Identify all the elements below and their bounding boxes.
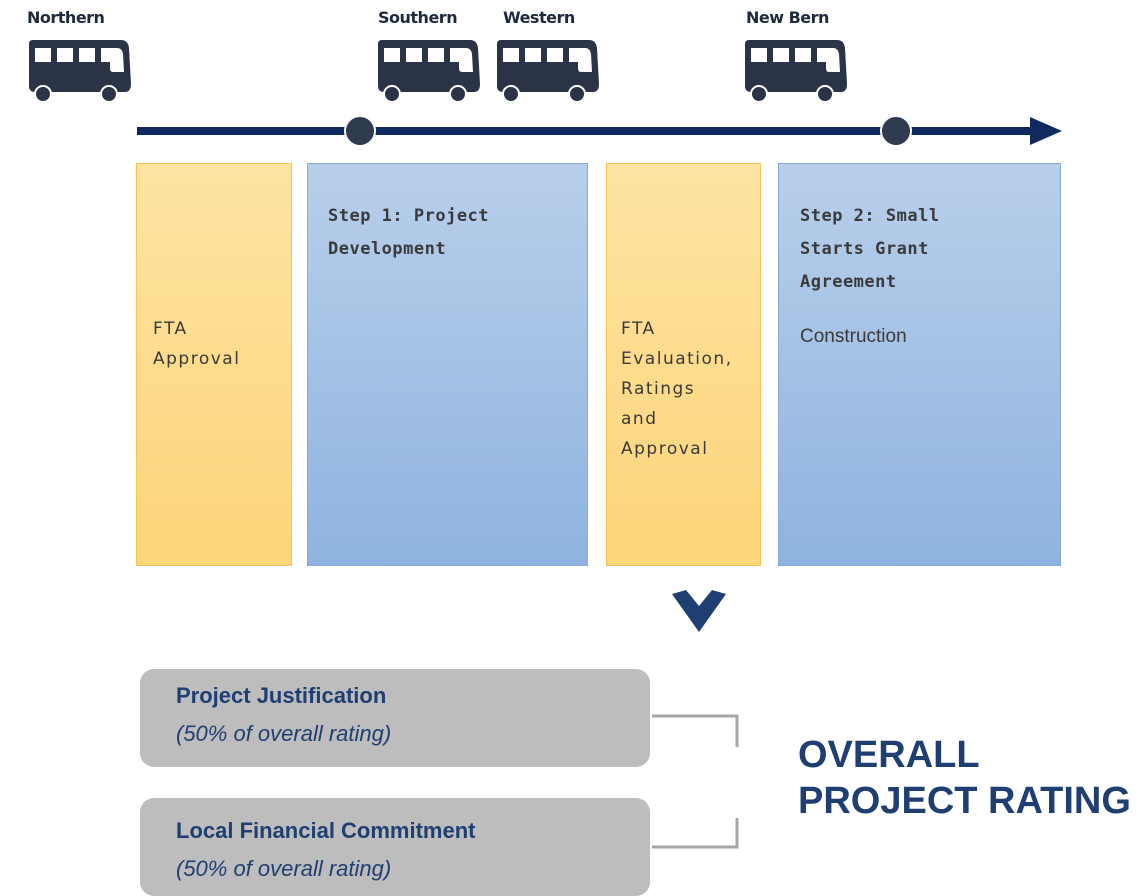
phase-text-line: FTA bbox=[621, 319, 656, 339]
milestone-dot-1 bbox=[344, 115, 376, 147]
bus-label-northern: Northern bbox=[27, 8, 105, 27]
chevron-down-icon bbox=[672, 590, 726, 632]
phase-text-line: Approval bbox=[153, 349, 241, 369]
rating-title: Project Justification bbox=[176, 683, 387, 708]
phase-step-2: Step 2: Small Starts Grant Agreement Con… bbox=[778, 163, 1061, 566]
overall-line-2: PROJECT RATING bbox=[798, 780, 1131, 822]
overall-project-rating: OVERALL PROJECT RATING bbox=[798, 732, 1131, 824]
bus-label-new-bern: New Bern bbox=[746, 8, 829, 27]
overall-line-1: OVERALL bbox=[798, 734, 980, 776]
bus-icon-western bbox=[497, 40, 599, 103]
milestone-dot-2 bbox=[880, 115, 912, 147]
phase-title-line: Step 2: Small bbox=[800, 206, 940, 226]
phase-fta-evaluation: FTA Evaluation, Ratings and Approval bbox=[606, 163, 761, 566]
phase-title-line: Agreement bbox=[800, 272, 897, 292]
phase-text-line: Ratings bbox=[621, 379, 696, 399]
phase-text-line: Evaluation, bbox=[621, 349, 733, 369]
phase-text-line: and bbox=[621, 409, 658, 429]
bus-icon-southern bbox=[378, 40, 480, 103]
rating-weight: (50% of overall rating) bbox=[176, 721, 392, 746]
phase-text-line: Approval bbox=[621, 439, 709, 459]
phase-text-line: FTA bbox=[153, 319, 188, 339]
timeline-arrow bbox=[137, 115, 1062, 147]
arrowhead-icon bbox=[1030, 117, 1062, 145]
bus-icon-new-bern bbox=[745, 40, 847, 103]
phase-step-1: Step 1: Project Development bbox=[307, 163, 588, 566]
bus-label-southern: Southern bbox=[378, 8, 458, 27]
phase-subtitle: Construction bbox=[800, 326, 907, 347]
phase-fta-approval: FTA Approval bbox=[136, 163, 292, 566]
rating-weight: (50% of overall rating) bbox=[176, 856, 392, 881]
bus-icon-northern bbox=[29, 40, 131, 103]
phase-title-line: Development bbox=[328, 239, 447, 259]
rating-project-justification: Project Justification (50% of overall ra… bbox=[140, 669, 650, 767]
phase-title-line: Starts Grant bbox=[800, 239, 929, 259]
bus-label-western: Western bbox=[503, 8, 575, 27]
rating-local-financial-commitment: Local Financial Commitment (50% of overa… bbox=[140, 798, 650, 896]
rating-title: Local Financial Commitment bbox=[176, 818, 476, 843]
phase-title-line: Step 1: Project bbox=[328, 206, 490, 226]
